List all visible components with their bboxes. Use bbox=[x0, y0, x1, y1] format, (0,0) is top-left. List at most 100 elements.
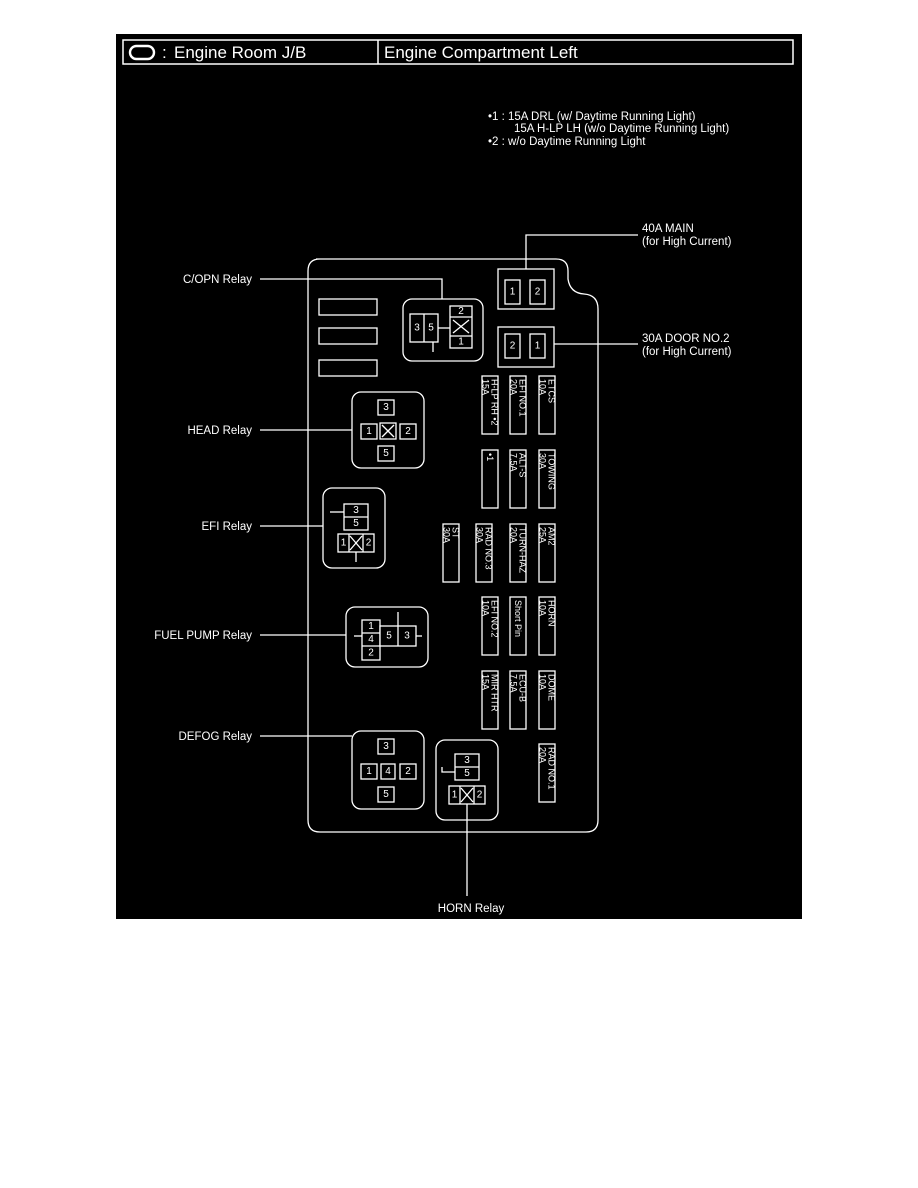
fuse-label: 15A bbox=[481, 674, 491, 690]
fuse-label: 20A bbox=[538, 747, 548, 763]
fuse-body bbox=[538, 596, 556, 656]
fuse-body bbox=[538, 375, 556, 435]
fuse-body bbox=[509, 596, 527, 656]
fuse-label: ALT-S bbox=[518, 453, 528, 477]
note-line-3: •2 : w/o Daytime Running Light bbox=[488, 136, 646, 148]
efi-relay-housing bbox=[322, 487, 386, 569]
fuse-body bbox=[538, 523, 556, 583]
head-coil-cross bbox=[381, 424, 395, 438]
spare-slot bbox=[318, 298, 378, 316]
fuse-label: 20A bbox=[509, 379, 519, 395]
efi-relay-callout: EFI Relay bbox=[202, 521, 253, 533]
fuel-pump-relay-housing bbox=[345, 606, 429, 668]
door-fuse-terminal bbox=[529, 333, 546, 359]
pin-label: 2 bbox=[366, 538, 372, 549]
copn-coil-cross bbox=[452, 319, 470, 334]
pin-label: 3 bbox=[383, 402, 389, 413]
horn-coil-cross bbox=[460, 787, 474, 803]
fuse-label: H-LP RH •2 bbox=[490, 379, 500, 426]
pin-label: 2 bbox=[510, 341, 516, 352]
efi-coil-cross bbox=[349, 535, 363, 551]
junction-block-icon bbox=[128, 44, 156, 61]
main-fuse-terminal bbox=[504, 279, 521, 305]
fuse-body bbox=[481, 670, 499, 730]
pin-label: 5 bbox=[353, 518, 359, 529]
defog-terminal bbox=[360, 763, 378, 780]
fuse-label: Short Pin bbox=[513, 600, 523, 637]
main-fuse-callout: 40A MAIN bbox=[642, 223, 694, 235]
fuse-label: •1 bbox=[485, 453, 495, 461]
fuse-label: 10A bbox=[538, 600, 548, 616]
fuse-label: 7.5A bbox=[509, 453, 519, 472]
pin-label: 1 bbox=[458, 337, 464, 348]
fuse-label: EFI NO.1 bbox=[518, 379, 528, 417]
pin-label: 2 bbox=[368, 648, 374, 659]
fuse-label: 20A bbox=[509, 527, 519, 543]
fuse-body bbox=[509, 449, 527, 509]
efi-relay: 3 5 1 2 EFI Relay bbox=[202, 487, 386, 569]
header-colon: : bbox=[162, 43, 167, 62]
fuse-label: TOWING bbox=[547, 453, 557, 490]
fuse-body bbox=[538, 743, 556, 803]
pin-label: 2 bbox=[477, 790, 483, 801]
main-fuse-callout-sub: (for High Current) bbox=[642, 236, 732, 248]
fuse-body bbox=[442, 523, 460, 583]
head-terminal bbox=[377, 445, 395, 462]
fuse-label: DOME bbox=[547, 674, 557, 701]
fuse-label: TURN-HAZ bbox=[518, 527, 528, 573]
notes: •1 : 15A DRL (w/ Daytime Running Light) … bbox=[488, 111, 729, 148]
copn-relay: 3 5 2 1 C/OPN Relay bbox=[183, 274, 484, 362]
fuse-label: ETCS bbox=[547, 379, 557, 403]
fuse-label: EFI NO.2 bbox=[490, 600, 500, 638]
pin-label: 2 bbox=[405, 766, 411, 777]
fuse-label: RAD NO.1 bbox=[547, 747, 557, 790]
pin-label: 1 bbox=[535, 341, 541, 352]
horn-tab bbox=[441, 767, 455, 773]
fuse-body bbox=[538, 449, 556, 509]
door-fuse-terminal bbox=[504, 333, 521, 359]
pin-label: 1 bbox=[510, 287, 516, 298]
door-fuse-30a: 2 1 30A DOOR NO.2 (for High Current) bbox=[497, 326, 732, 368]
pin-label: 3 bbox=[383, 741, 389, 752]
main-fuse-40a: 1 2 40A MAIN (for High Current) bbox=[497, 223, 732, 310]
copn-relay-callout: C/OPN Relay bbox=[183, 274, 252, 286]
pin-label: 2 bbox=[405, 426, 411, 437]
defog-relay: 3 1 4 2 5 DEFOG Relay bbox=[179, 730, 425, 810]
pin-label: 3 bbox=[404, 631, 410, 642]
copn-relay-housing bbox=[402, 298, 484, 362]
fuse-drl: •1 bbox=[481, 449, 499, 509]
fuse-body bbox=[481, 375, 499, 435]
pin-label: 5 bbox=[383, 789, 389, 800]
location-title: Engine Compartment Left bbox=[384, 43, 578, 62]
fuse-label: 30A bbox=[442, 527, 452, 543]
fuse-label: RAD NO.3 bbox=[484, 527, 494, 570]
pin-label: 4 bbox=[368, 634, 374, 645]
fuse-label: 30A bbox=[538, 453, 548, 469]
diagram-panel: : Engine Room J/B Engine Compartment Lef… bbox=[116, 34, 802, 919]
head-terminal bbox=[377, 399, 395, 416]
pin-label: 1 bbox=[366, 766, 372, 777]
pin-label: 5 bbox=[383, 448, 389, 459]
main-fuse-leader bbox=[525, 234, 638, 269]
pin-label: 2 bbox=[535, 287, 541, 298]
fuse-box-diagram: : Engine Room J/B Engine Compartment Lef… bbox=[122, 39, 794, 915]
note-line-2: 15A H-LP LH (w/o Daytime Running Light) bbox=[514, 123, 729, 135]
copn-relay-leader bbox=[260, 278, 443, 299]
pin-label: 1 bbox=[368, 621, 374, 632]
fuse-label: ST bbox=[451, 527, 461, 539]
spare-slot bbox=[318, 359, 378, 377]
pin-label: 3 bbox=[464, 755, 470, 766]
pin-label: 3 bbox=[353, 505, 359, 516]
fuse-body bbox=[509, 375, 527, 435]
